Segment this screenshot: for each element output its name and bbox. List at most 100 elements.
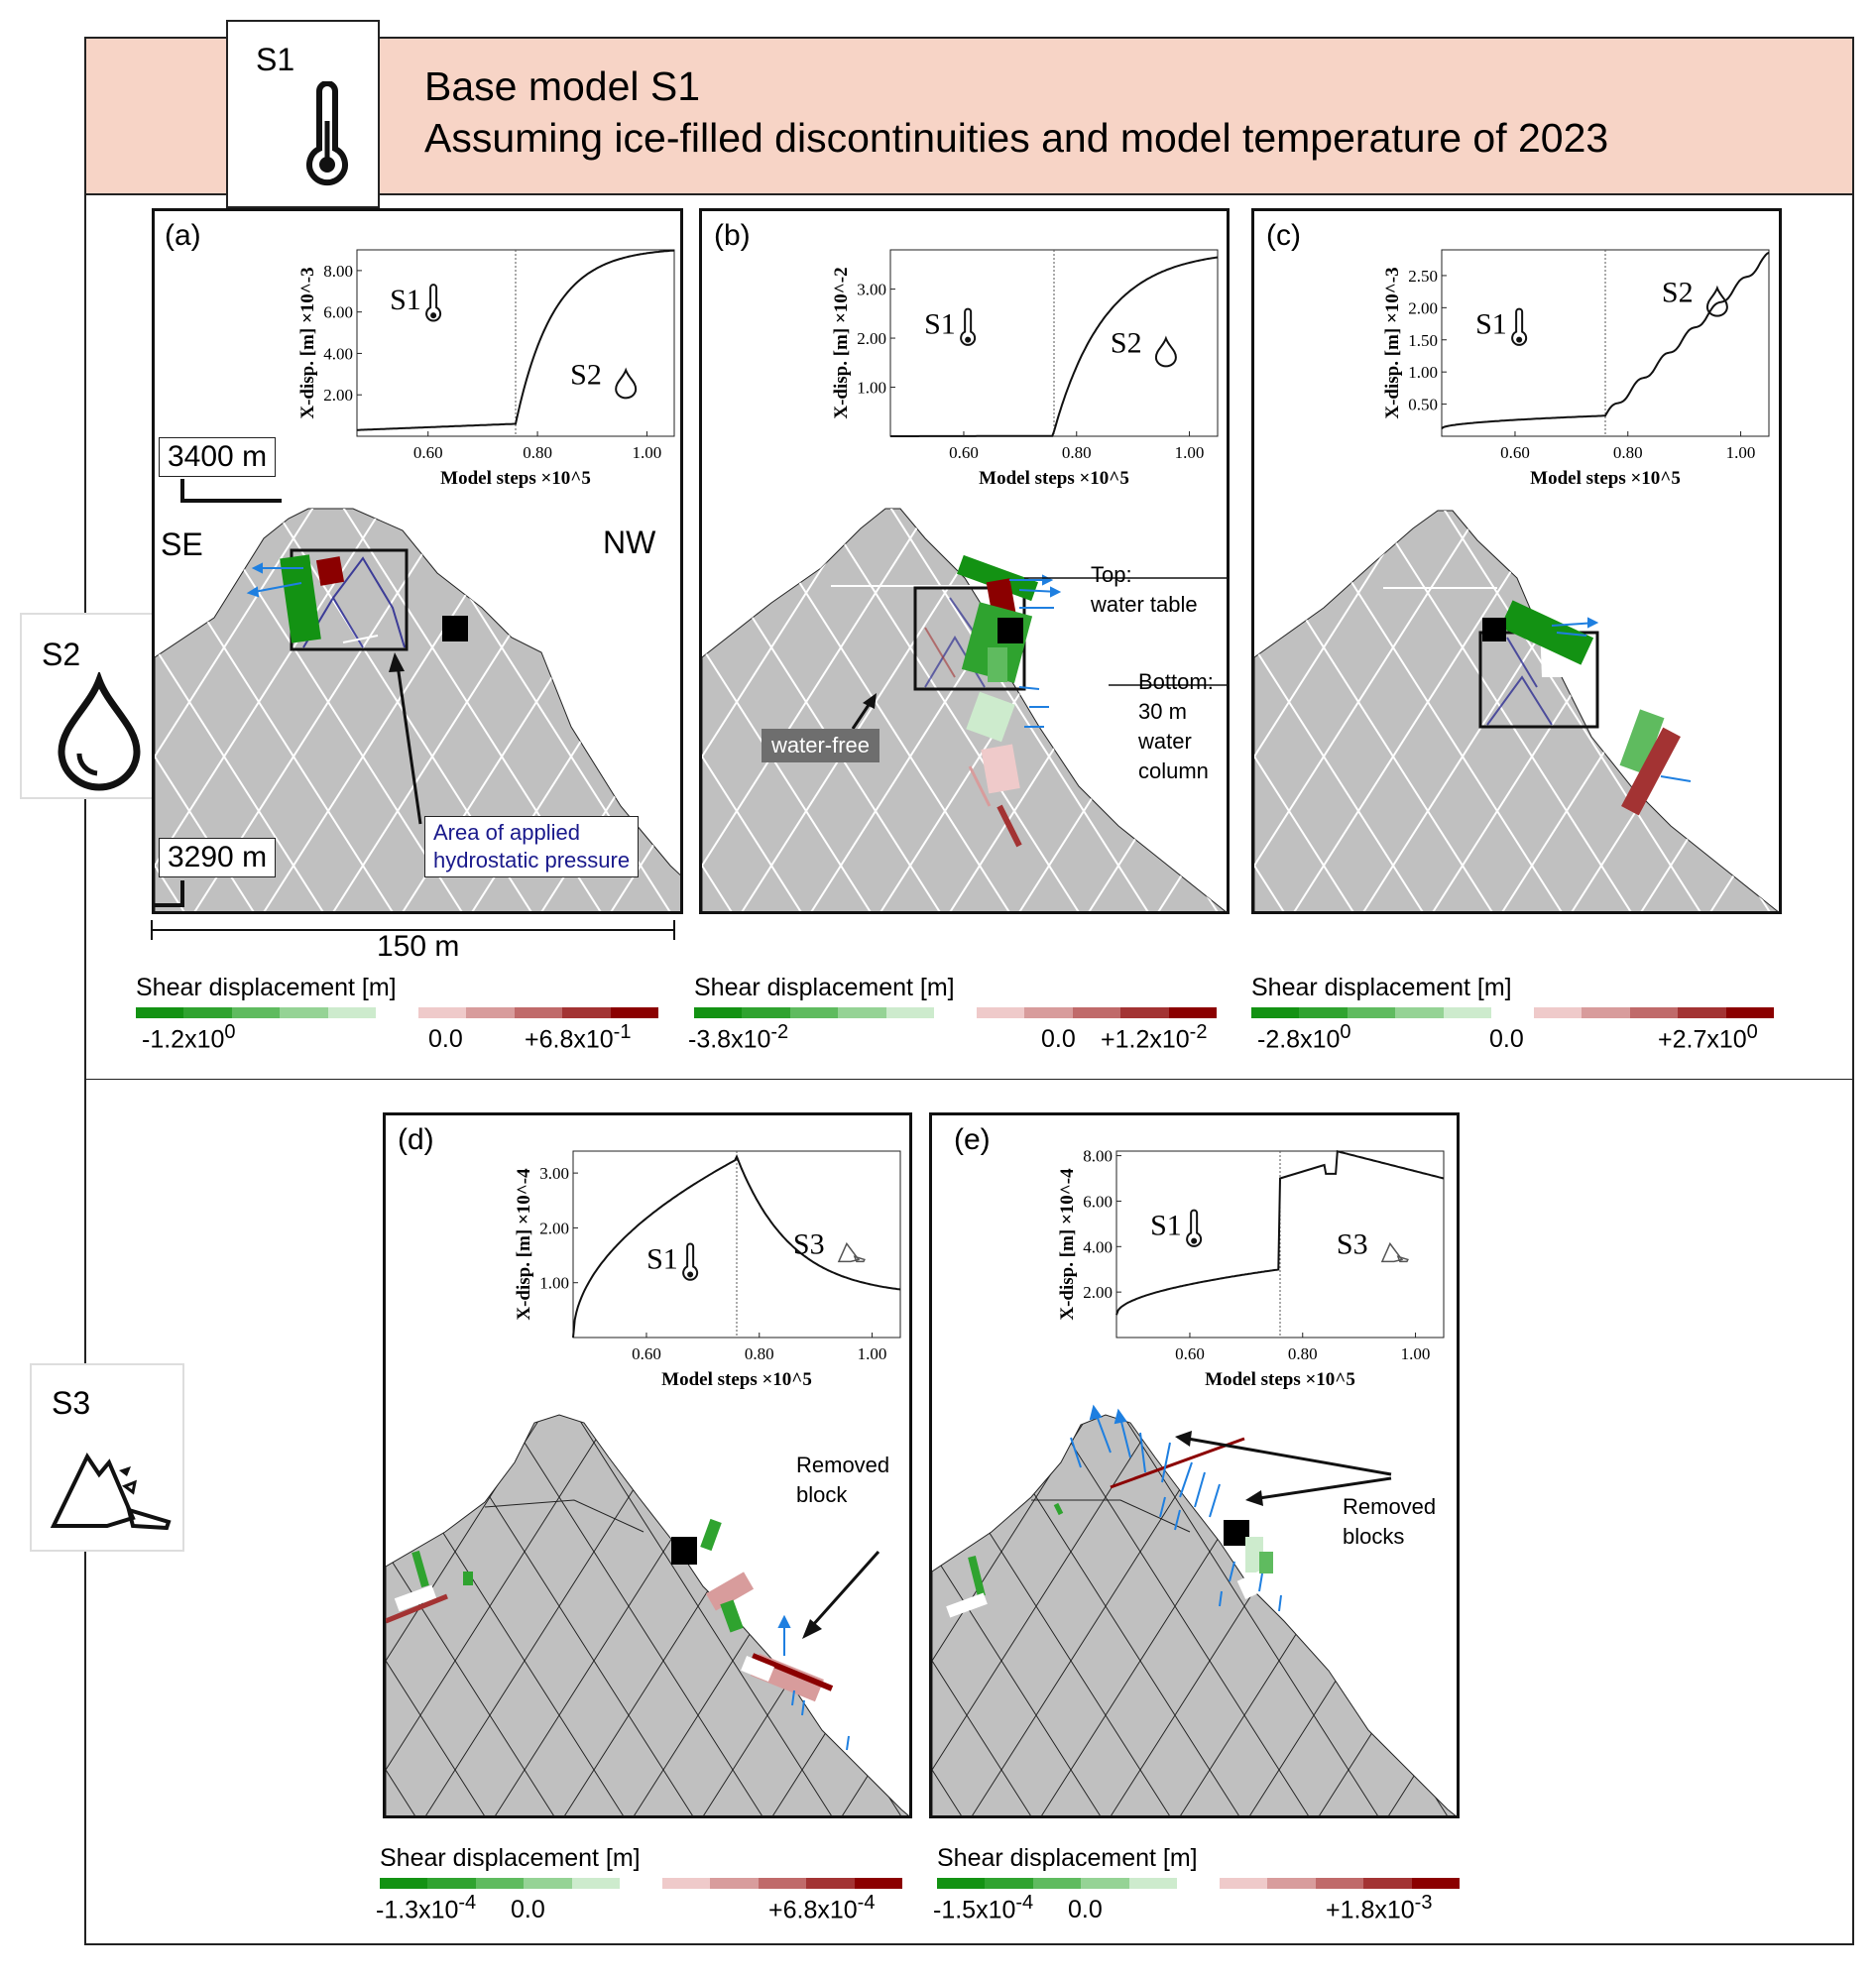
- xtick-label: 0.60: [949, 443, 979, 462]
- colorbar-swatch: [710, 1878, 759, 1889]
- xtick-label: 0.80: [1288, 1344, 1318, 1363]
- colorbar-swatch: [758, 1878, 807, 1889]
- stage-label-s1: S1: [1150, 1210, 1182, 1242]
- panel-c-model: [1254, 510, 1779, 911]
- bottom-label-line4: column: [1138, 758, 1209, 783]
- colorbar-swatch: [1032, 1878, 1082, 1889]
- ytick-label: 2.00: [1408, 298, 1438, 317]
- legend-min-value: -3.8x10-2: [688, 1021, 789, 1054]
- colorbar-swatch: [662, 1878, 711, 1889]
- stage-label-s2: S3: [1337, 1227, 1368, 1260]
- legend-max-value: +6.8x10-4: [768, 1892, 876, 1924]
- water-free-arrow: [851, 693, 877, 730]
- se-label: SE: [161, 526, 203, 562]
- removed-blocks-line1: Removed: [1343, 1494, 1437, 1519]
- legend-min-value: -1.3x10-4: [376, 1892, 477, 1924]
- legend-max-value-exponent: 0: [1746, 1021, 1758, 1043]
- ytick-label: 1.50: [1408, 331, 1438, 350]
- red-colorbar: [977, 1007, 1218, 1018]
- thermometer-icon: [960, 307, 977, 346]
- s3-icon-box: S3: [30, 1363, 184, 1552]
- xtick-label: 0.60: [1175, 1344, 1205, 1363]
- panel-e-model: [932, 1404, 1457, 1815]
- inset-xlabel-c: Model steps ×10^5: [1530, 468, 1681, 489]
- inset-curve-a: [357, 249, 675, 431]
- xtick-label: 0.60: [632, 1344, 661, 1363]
- bottom-label: Bottom: 30 m water column: [1138, 667, 1214, 786]
- ytick-label: 6.00: [323, 303, 353, 322]
- colorbar-swatch: [1267, 1878, 1316, 1889]
- stage-label-s2: S3: [793, 1227, 825, 1260]
- ytick-label: 1.00: [857, 379, 886, 398]
- panel-b-label: (b): [714, 219, 751, 252]
- xtick-label: 0.80: [1613, 443, 1643, 462]
- ytick-label: 6.00: [1083, 1192, 1113, 1211]
- legend-max-value-exponent: -3: [1414, 1892, 1433, 1914]
- stage-label-s1: S1: [924, 308, 956, 341]
- ytick-label: 4.00: [323, 344, 353, 363]
- colorbar-swatch: [854, 1878, 903, 1889]
- inset-ylabel-d: X-disp. [m] ×10^-4: [514, 1168, 534, 1321]
- rockfall-icon: [1380, 1241, 1409, 1263]
- green-colorbar: [694, 1007, 935, 1018]
- ytick-label: 2.00: [323, 386, 353, 405]
- legend-title: Shear displacement [m]: [380, 1844, 641, 1872]
- legend-max-value-exponent: -1: [613, 1021, 632, 1043]
- colorbar-swatch: [838, 1007, 886, 1018]
- legend-min-value: -2.8x100: [1257, 1021, 1351, 1054]
- colorbar-swatch: [1024, 1007, 1073, 1018]
- colorbar-swatch: [1725, 1007, 1775, 1018]
- stage-label-s1: S1: [1475, 308, 1507, 341]
- legend-zero-value: 0.0: [428, 1025, 463, 1053]
- top-label-line2: water table: [1091, 592, 1198, 617]
- xtick-label: 0.80: [1062, 443, 1092, 462]
- top-label-line1: Top:: [1091, 562, 1132, 587]
- legend-max-value: +6.8x10-1: [525, 1021, 632, 1054]
- colorbar-swatch: [427, 1878, 476, 1889]
- ytick-label: 8.00: [323, 262, 353, 281]
- colorbar-swatch: [1220, 1878, 1268, 1889]
- legend-max-value: +1.8x10-3: [1326, 1892, 1433, 1924]
- colorbar-swatch: [280, 1007, 328, 1018]
- green-colorbar: [136, 1007, 377, 1018]
- panel-e-label: (e): [954, 1123, 991, 1156]
- ytick-label: 8.00: [1083, 1147, 1113, 1166]
- colorbar-swatch: [885, 1007, 935, 1018]
- colorbar-swatch: [466, 1007, 515, 1018]
- bottom-label-line1: Bottom:: [1138, 669, 1214, 694]
- removed-block-line2: block: [796, 1482, 848, 1507]
- colorbar-swatch: [524, 1878, 572, 1889]
- legend-min-value: -1.5x10-4: [933, 1892, 1034, 1924]
- s2-icon-label: S2: [42, 637, 81, 672]
- xtick-label: 1.00: [1726, 443, 1756, 462]
- legend-zero-value: 0.0: [1489, 1025, 1524, 1053]
- colorbar-swatch: [1443, 1007, 1492, 1018]
- water-drop-icon: [1705, 285, 1728, 317]
- legend-title: Shear displacement [m]: [136, 974, 397, 1001]
- colorbar-swatch: [742, 1007, 790, 1018]
- red-colorbar: [418, 1007, 659, 1018]
- colorbar-swatch: [1363, 1878, 1412, 1889]
- legend-max-value-exponent: -4: [857, 1892, 876, 1914]
- thermometer-icon: [1186, 1209, 1203, 1247]
- panel-b-model: [702, 508, 1227, 911]
- xtick-label: 1.00: [858, 1344, 887, 1363]
- legend-max-value: +1.2x10-2: [1101, 1021, 1208, 1054]
- legend-zero-value: 0.0: [1041, 1025, 1076, 1053]
- ytick-label: 3.00: [539, 1164, 569, 1183]
- stage-label-s2: S2: [1662, 277, 1694, 309]
- xtick-label: 0.80: [745, 1344, 774, 1363]
- inset-xlabel-d: Model steps ×10^5: [661, 1369, 812, 1390]
- legend-min-value-exponent: -2: [770, 1021, 789, 1043]
- removed-block-label: Removed block: [796, 1451, 889, 1510]
- colorbar-swatch: [1534, 1007, 1583, 1018]
- colorbar-swatch: [1072, 1007, 1121, 1018]
- colorbar-swatch: [1347, 1007, 1396, 1018]
- inset-ylabel-e: X-disp. [m] ×10^-4: [1057, 1168, 1078, 1321]
- water-drop-icon: [615, 367, 638, 400]
